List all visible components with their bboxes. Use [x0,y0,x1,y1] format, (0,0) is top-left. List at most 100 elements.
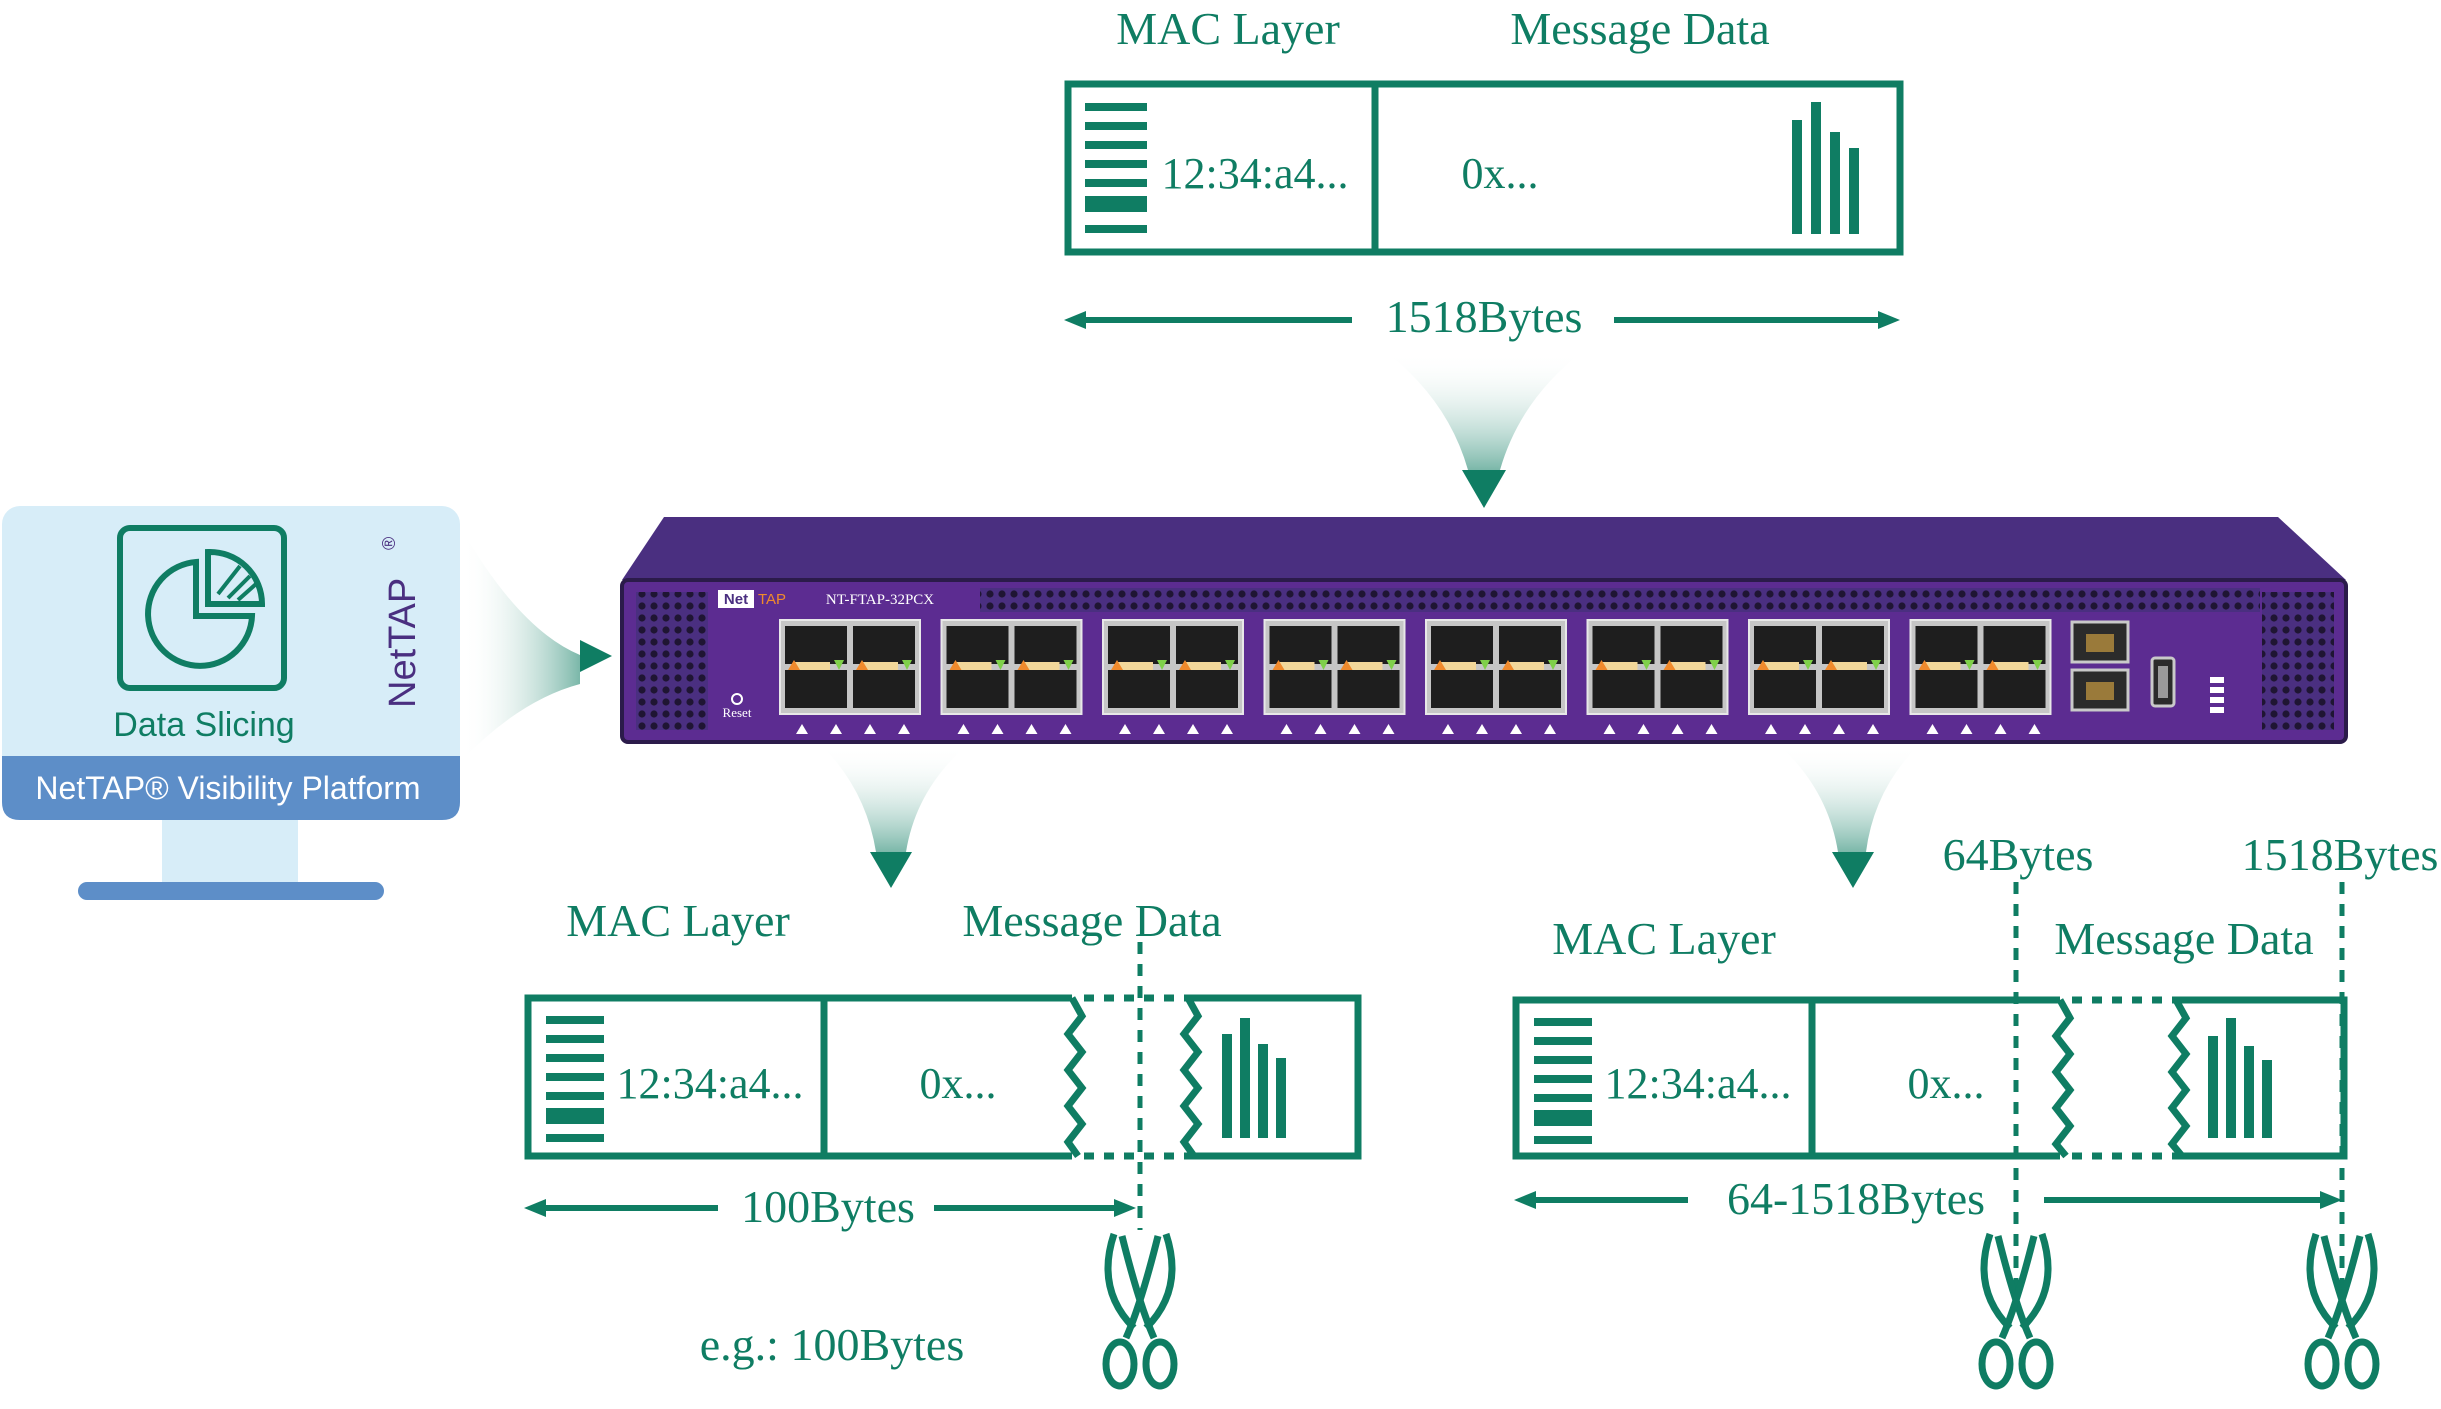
sfp-port[interactable] [853,670,915,708]
example-label: e.g.: 100Bytes [700,1319,964,1370]
top-vent-strip [980,588,2260,612]
port-indicator [830,724,842,734]
sfp-port[interactable] [1983,670,2046,708]
monitor-stand [162,820,298,882]
sfp-port[interactable] [1337,626,1400,664]
port-indicator [1221,724,1233,734]
monitor-base [78,882,384,900]
sfp-port[interactable] [1983,626,2046,664]
port-indicator [957,724,970,734]
status-leds [2210,677,2224,713]
sfp-port[interactable] [1269,626,1332,664]
panel-bottom-bar [2,756,460,820]
left-frame-outline [524,994,1362,1160]
right-frame-box [1516,1000,2344,1156]
port-indicator [1119,724,1131,734]
top-data-label: Message Data [1510,3,1769,54]
left-frame: MAC Layer Message Data 12:34:a4... 0x... [524,895,1610,1386]
port-indicator [1765,724,1777,734]
port-indicator [1867,724,1879,734]
sfp-port[interactable] [1660,670,1723,708]
left-tear-a [1063,996,1087,1159]
sfp-port[interactable] [1176,626,1238,664]
sfp-port-group [1263,619,1406,715]
sfp-port[interactable] [1176,670,1238,708]
top-size-arrow [1064,311,1900,329]
sfp-port[interactable] [1754,670,1816,708]
sfp-port[interactable] [1499,626,1561,664]
port-indicator [1059,724,1072,734]
pie-hatch [216,564,258,602]
left-size-arrow [524,1199,1136,1217]
sfp-port-group [1425,619,1567,715]
usb-port-icon [2150,656,2176,708]
sfp-port[interactable] [946,626,1009,664]
right-mac-value: 12:34:a4... [1605,1059,1792,1108]
right-data-bars-icon [2208,1018,2272,1138]
down-left-arrow-icon [822,746,966,888]
sfp-port[interactable] [1915,626,1978,664]
port-indicator [898,724,910,734]
sfp-port[interactable] [1915,670,1978,708]
port-indicator [1799,724,1811,734]
sfp-port[interactable] [1014,670,1077,708]
right-arrow-icon [462,530,612,760]
device-model: NT-FTAP-32PCX [826,592,934,608]
sfp-port[interactable] [1108,626,1170,664]
sfp-port[interactable] [1592,626,1655,664]
device-logo-net: Net [724,591,748,608]
down-arrow-icon [1386,352,1582,508]
right-size-label: 64-1518Bytes [1727,1173,1985,1224]
top-data-bars-icon [1792,102,1859,234]
left-size-label: 100Bytes [741,1181,915,1232]
data-slicing-tile [117,525,287,691]
port-indicator [2028,724,2041,734]
sfp-port[interactable] [785,670,847,708]
right-mac-label: MAC Layer [1552,913,1776,964]
left-data-label: Message Data [962,895,1221,946]
sfp-port[interactable] [1337,670,1400,708]
left-mac-value: 12:34:a4... [617,1059,804,1108]
port-indicator [1187,724,1199,734]
sfp-port[interactable] [1660,626,1723,664]
sfp-port[interactable] [1822,626,1884,664]
port-indicator [1544,724,1556,734]
sfp-port[interactable] [1269,670,1332,708]
sfp-port[interactable] [1499,670,1561,708]
device-logo-badge [718,590,754,608]
top-mac-value: 12:34:a4... [1162,149,1349,198]
top-frame-box [1064,80,1904,256]
sfp-port[interactable] [946,670,1009,708]
sfp-port[interactable] [1822,670,1884,708]
sfp-port-group [779,619,921,715]
right-cut-max-label: 1518Bytes [2242,829,2439,880]
sfp-port[interactable] [853,626,915,664]
sfp-port[interactable] [1754,626,1816,664]
sfp-port[interactable] [1431,670,1493,708]
left-tear-b [1179,996,1203,1159]
port-indicator [1510,724,1522,734]
nettap-device: Net TAP NT-FTAP-32PCX Reset [620,517,2348,744]
left-frame-dashed [1084,994,1186,1160]
port-indicator [991,724,1004,734]
port-indicator [864,724,876,734]
sfp-port[interactable] [1014,626,1077,664]
ethernet-port-icon [2070,620,2130,712]
brand-vertical: NetTAP ® [379,537,424,708]
panel-screen [2,506,460,820]
device-top-panel [622,517,2346,580]
port-indicator [1833,724,1845,734]
right-frame: 64Bytes 1518Bytes MAC Layer Message Data… [1512,829,2439,1386]
sfp-port-group [1909,619,2052,715]
top-mac-label: MAC Layer [1116,3,1340,54]
sfp-port[interactable] [1108,670,1170,708]
sfp-port[interactable] [1431,626,1493,664]
sfp-port[interactable] [785,626,847,664]
left-data-value: 0x... [920,1059,997,1108]
reset-button[interactable] [731,693,743,705]
right-frame-dashed [2072,996,2176,1160]
right-tear-b [2167,998,2191,1159]
sfp-port[interactable] [1592,670,1655,708]
pie-chart-icon [145,548,266,669]
